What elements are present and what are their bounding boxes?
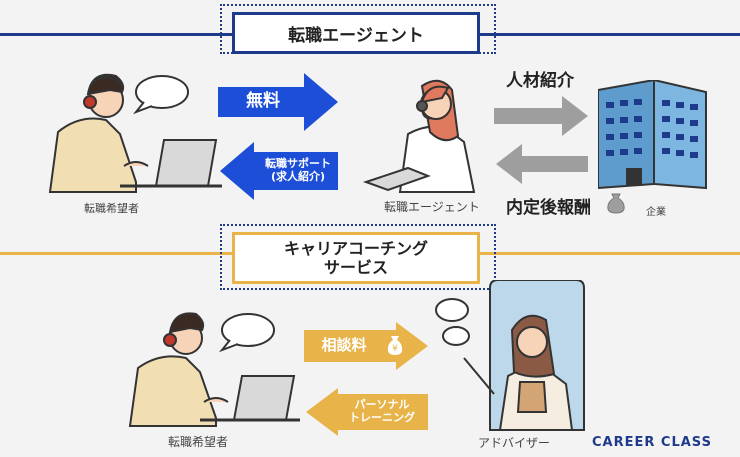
support-arrow bbox=[220, 142, 338, 200]
keyboard-icon bbox=[362, 166, 431, 192]
agent-label: 転職エージェント bbox=[384, 200, 480, 214]
free-arrow-label: 無料 bbox=[246, 91, 280, 112]
laptop-icon bbox=[200, 375, 300, 422]
fee-arrow bbox=[304, 322, 428, 370]
laptop-icon bbox=[120, 139, 222, 188]
fee-arrow-label: 相談料 bbox=[321, 336, 367, 355]
support-line1: 転職サポート bbox=[265, 157, 331, 171]
headset-person-icon bbox=[48, 73, 149, 193]
building-icon bbox=[598, 80, 707, 190]
money-bag-icon bbox=[607, 193, 625, 214]
bottom-title-dots bbox=[220, 224, 496, 290]
speech-bubble-icon bbox=[218, 313, 275, 353]
support-line2: (求人紹介) bbox=[270, 170, 326, 183]
svg-text:¥: ¥ bbox=[392, 344, 398, 354]
free-arrow bbox=[218, 73, 338, 131]
bottom-title-line1: キャリアコーチング bbox=[283, 238, 428, 258]
seeker-bottom-label: 転職希望者 bbox=[168, 435, 229, 449]
reward-arrow bbox=[496, 144, 588, 184]
reward-text: 内定後報酬 bbox=[506, 198, 591, 218]
top-title: 転職エージェント bbox=[288, 25, 424, 46]
top-title-box: 転職エージェント bbox=[232, 12, 480, 54]
seeker-top-label: 転職希望者 bbox=[84, 202, 139, 215]
training-line1: パーソナル bbox=[354, 398, 410, 412]
speech-bubble-icon bbox=[132, 75, 189, 115]
brand-logo: CAREER CLASS bbox=[592, 435, 712, 450]
bottom-title-box: キャリアコーチング サービス bbox=[232, 232, 480, 284]
advisor-person-icon bbox=[463, 314, 574, 431]
referral-arrow bbox=[494, 96, 588, 136]
training-arrow-label: パーソナル トレーニング bbox=[340, 394, 424, 430]
advisor-label: アドバイザー bbox=[478, 436, 551, 450]
money-bag-icon: ¥ bbox=[387, 336, 403, 355]
headset-person-icon bbox=[128, 312, 229, 427]
referral-text: 人材紹介 bbox=[506, 71, 574, 91]
company-label: 企業 bbox=[646, 207, 666, 218]
bottom-title-line2: サービス bbox=[323, 258, 388, 277]
advisor-illustration bbox=[435, 280, 585, 431]
training-arrow bbox=[306, 388, 428, 436]
speech-bubble-icon bbox=[435, 298, 470, 346]
seeker-top-illustration bbox=[48, 73, 222, 193]
support-arrow-label: 転職サポート (求人紹介) bbox=[254, 150, 342, 192]
training-line2: トレーニング bbox=[349, 411, 415, 424]
agent-illustration bbox=[362, 79, 476, 193]
seeker-bottom-illustration bbox=[128, 312, 300, 427]
